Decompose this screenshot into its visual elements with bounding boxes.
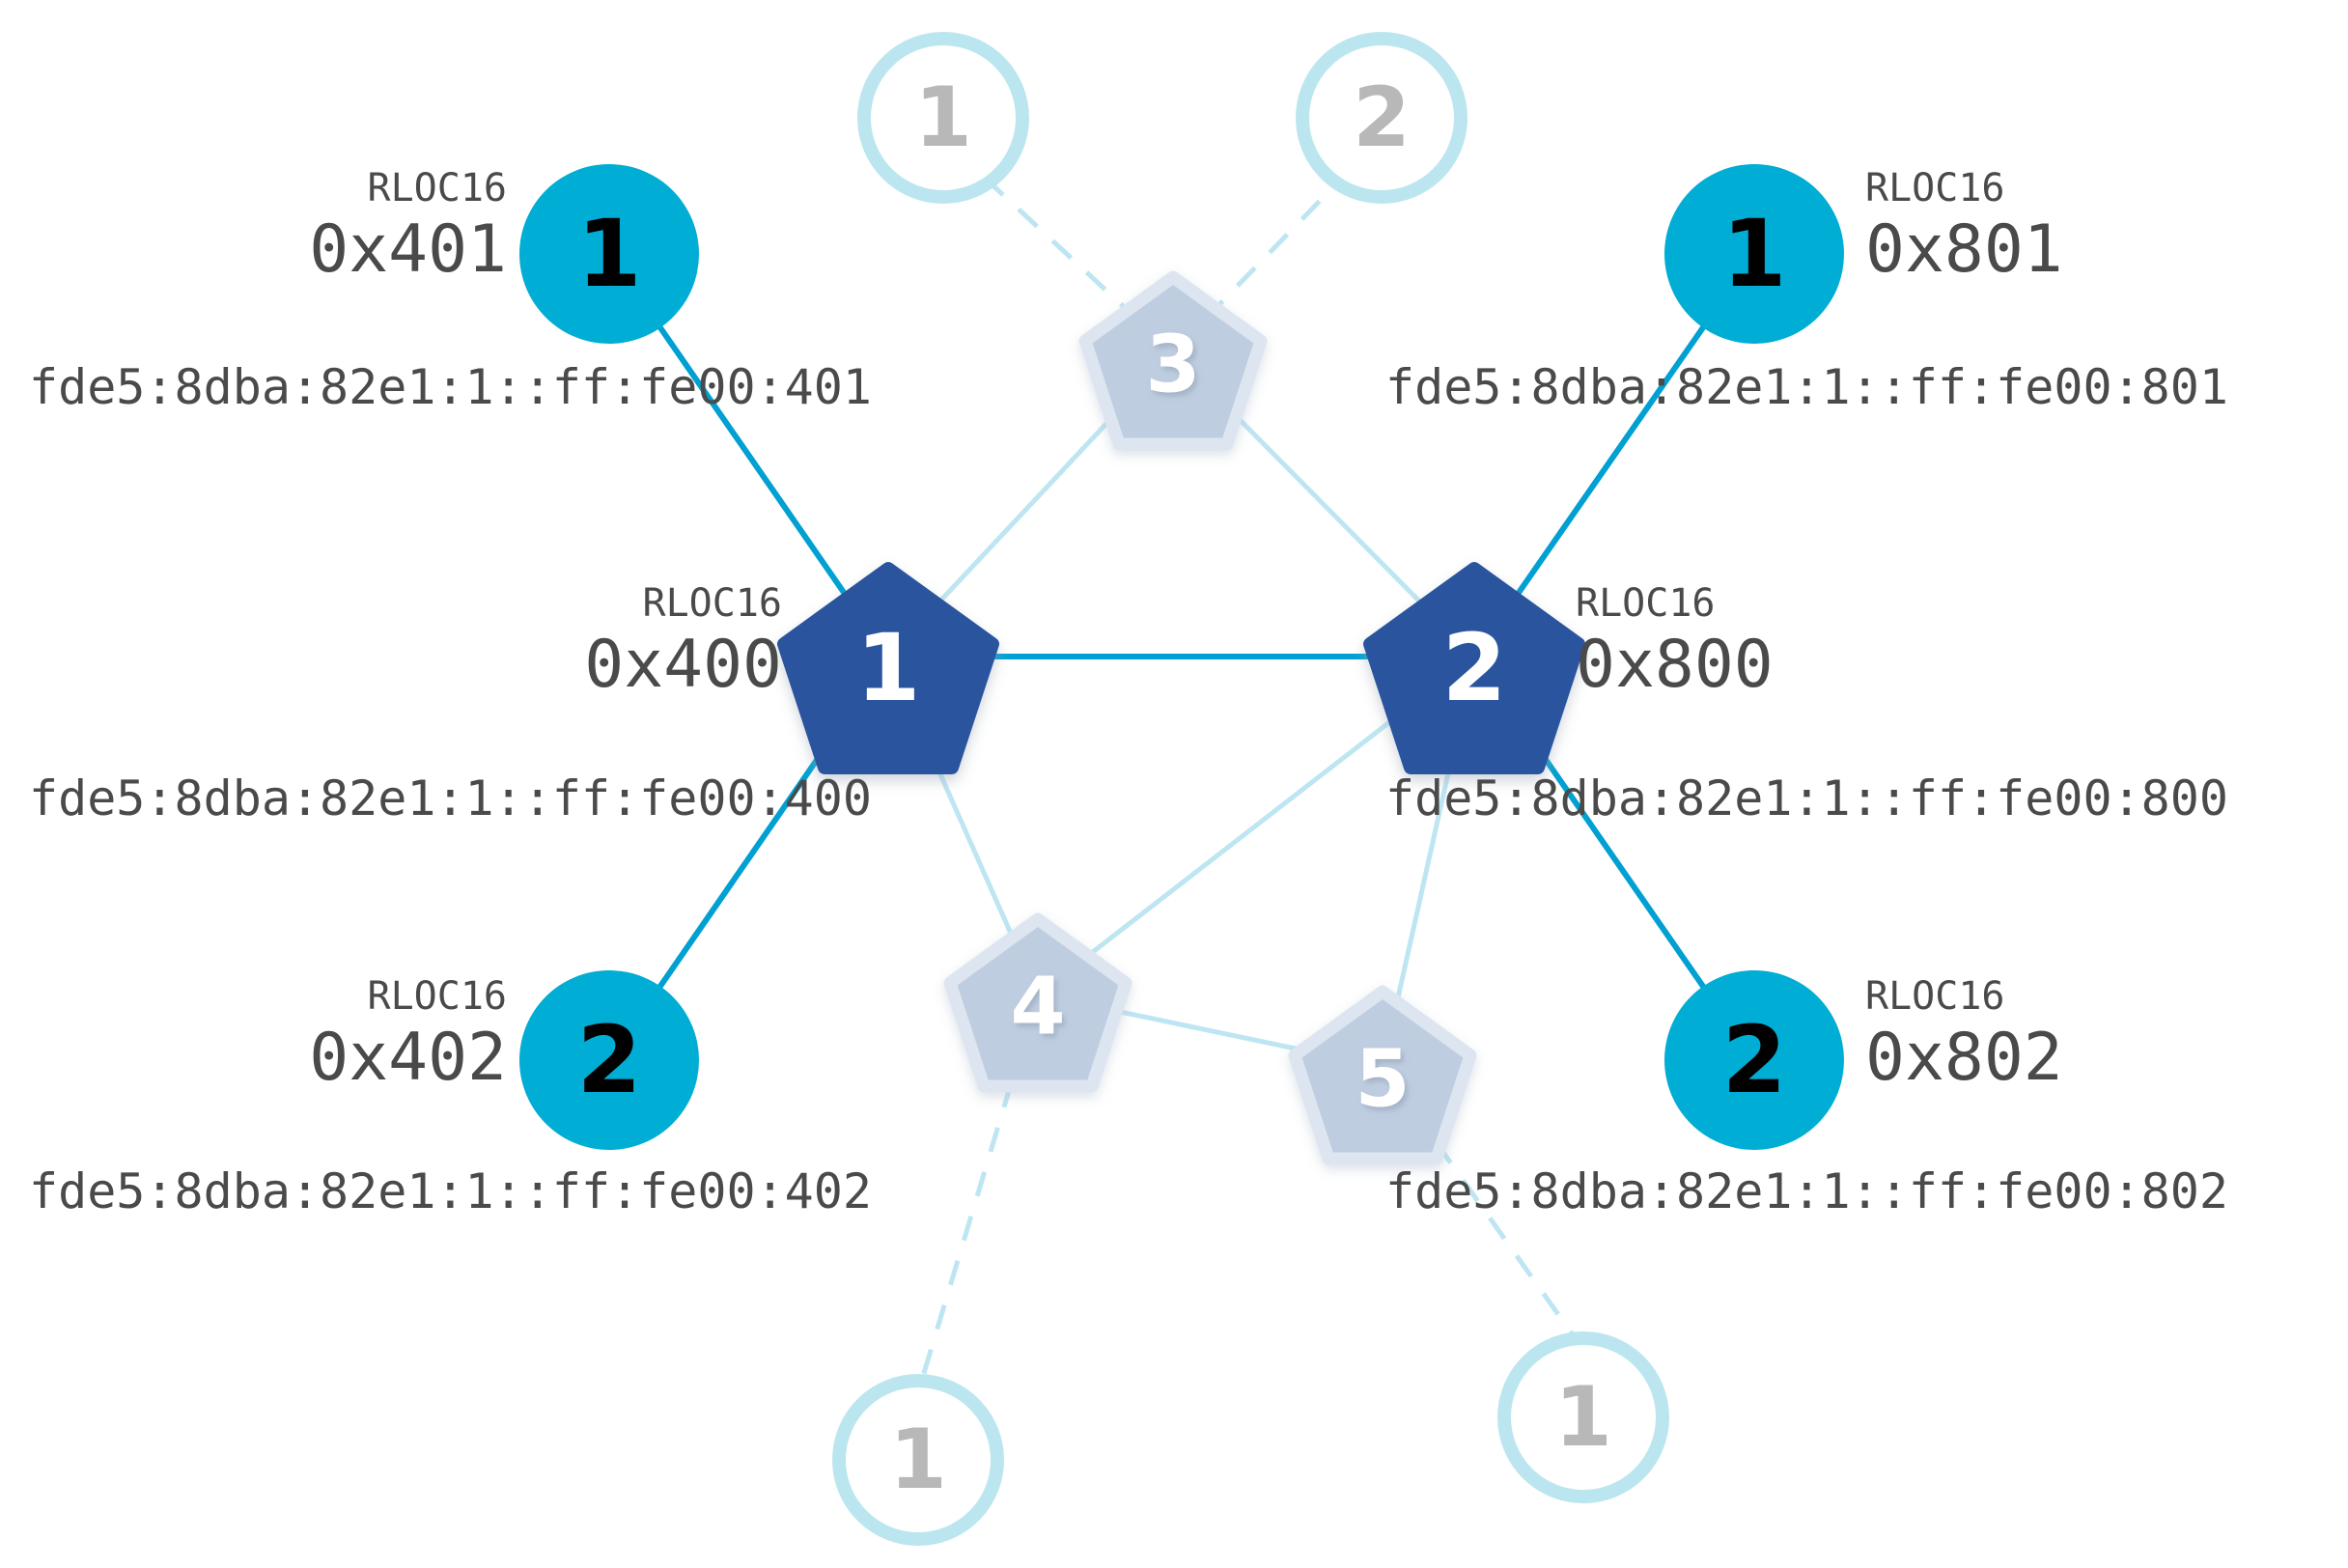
router-pentagon-number: 4 (1010, 962, 1065, 1053)
rloc16-value: 0x801 (1865, 211, 2063, 288)
node-label-router-800: RLOC16 0x800 (1576, 584, 1981, 698)
node-label-child-802: RLOC16 0x802 (1865, 977, 2271, 1091)
child-circle-child-401[interactable]: 1 (519, 164, 699, 344)
faded-circle-faded-2-topright[interactable]: 2 (1296, 32, 1468, 204)
rloc16-value: 0x400 (584, 627, 782, 703)
faded-circle-faded-1-bottomleft[interactable]: 1 (832, 1374, 1004, 1546)
router-pentagon-router-3[interactable]: 3 (1078, 270, 1268, 451)
router-pentagon-router-5[interactable]: 5 (1288, 985, 1477, 1165)
router-pentagon-router-4[interactable]: 4 (943, 912, 1132, 1093)
ipv6-address-child-801: fde5:8dba:82e1:1::ff:fe00:801 (1385, 359, 2228, 415)
faded-circle-faded-1-topleft[interactable]: 1 (857, 32, 1029, 204)
faded-circle-number: 2 (1353, 70, 1411, 166)
node-label-child-401: RLOC16 0x401 (135, 169, 507, 283)
node-label-child-402: RLOC16 0x402 (135, 977, 507, 1091)
rloc16-value: 0x402 (309, 1020, 507, 1096)
router-pentagon-number: 3 (1145, 320, 1200, 411)
leader-pentagon-number: 1 (856, 614, 921, 722)
child-circle-child-801[interactable]: 1 (1664, 164, 1844, 344)
faded-circle-number: 1 (914, 70, 972, 166)
router-pentagon-number: 5 (1355, 1034, 1410, 1126)
ipv6-address-child-802: fde5:8dba:82e1:1::ff:fe00:802 (1385, 1163, 2228, 1219)
rloc16-value: 0x802 (1865, 1020, 2063, 1096)
ipv6-address-child-402: fde5:8dba:82e1:1::ff:fe00:402 (29, 1163, 872, 1219)
child-circle-child-802[interactable]: 2 (1664, 970, 1844, 1150)
faded-circle-number: 1 (889, 1412, 947, 1508)
faded-circle-number: 1 (1554, 1369, 1612, 1466)
ipv6-address-router-400: fde5:8dba:82e1:1::ff:fe00:400 (29, 770, 872, 826)
rloc16-caption: RLOC16 (1865, 166, 2005, 210)
leader-pentagon-router-400[interactable]: 1 (777, 562, 999, 774)
child-circle-number: 2 (1722, 1006, 1787, 1114)
node-label-router-400: RLOC16 0x400 (405, 584, 782, 698)
leader-pentagon-router-800[interactable]: 2 (1363, 562, 1585, 774)
rloc16-caption: RLOC16 (1865, 974, 2005, 1019)
child-circle-number: 1 (1722, 200, 1787, 308)
rloc16-caption: RLOC16 (367, 166, 508, 210)
child-circle-number: 1 (577, 200, 642, 308)
faded-circle-faded-1-bottomright[interactable]: 1 (1497, 1331, 1669, 1503)
rloc16-value: 0x401 (309, 211, 507, 288)
rloc16-caption: RLOC16 (1576, 581, 1716, 626)
child-circle-child-402[interactable]: 2 (519, 970, 699, 1150)
child-circle-number: 2 (577, 1006, 642, 1114)
ipv6-address-router-800: fde5:8dba:82e1:1::ff:fe00:800 (1385, 770, 2228, 826)
ipv6-address-child-401: fde5:8dba:82e1:1::ff:fe00:401 (29, 359, 872, 415)
node-label-child-801: RLOC16 0x801 (1865, 169, 2271, 283)
rloc16-value: 0x800 (1576, 627, 1774, 703)
leader-pentagon-number: 2 (1442, 614, 1507, 722)
rloc16-caption: RLOC16 (642, 581, 783, 626)
rloc16-caption: RLOC16 (367, 974, 508, 1019)
